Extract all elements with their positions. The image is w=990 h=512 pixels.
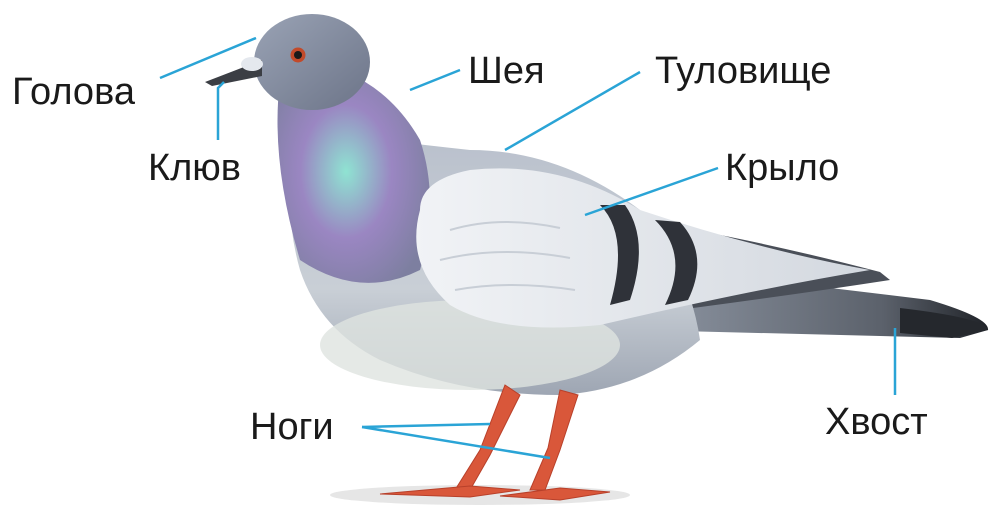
cere-shape (241, 57, 263, 71)
legs-leader-1 (362, 424, 490, 427)
legs-shape (380, 385, 610, 500)
label-head: Голова (12, 73, 135, 111)
label-body: Туловище (655, 52, 831, 90)
label-neck: Шея (468, 52, 545, 90)
beak-leader (218, 82, 224, 140)
legs-leader-2 (362, 427, 550, 458)
label-tail: Хвост (825, 403, 928, 441)
label-wing: Крыло (725, 149, 839, 187)
label-legs: Ноги (250, 408, 334, 446)
head-shape (254, 14, 370, 110)
neck-leader (410, 70, 460, 90)
label-beak: Клюв (148, 149, 241, 187)
